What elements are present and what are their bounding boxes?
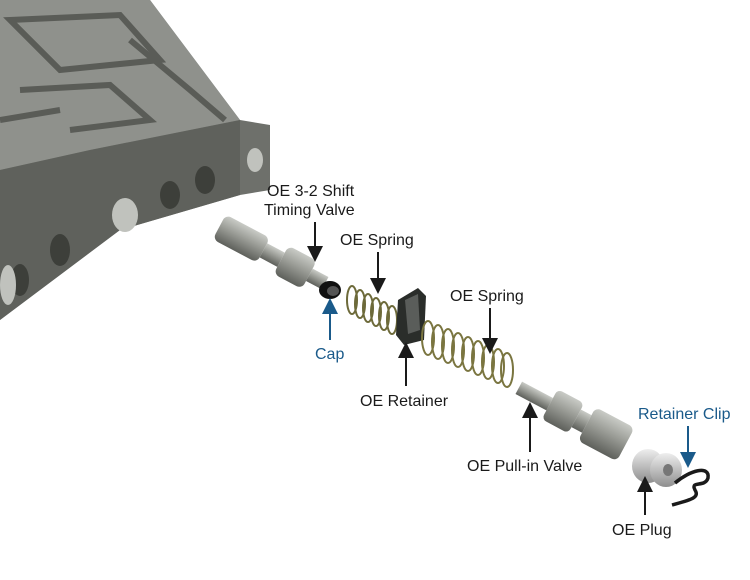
pull-in-valve — [515, 381, 633, 460]
shift-valve-label-line1: OE 3-2 Shift — [267, 183, 355, 200]
cap-part — [319, 281, 341, 299]
pullin-valve-label: OE Pull-in Valve — [467, 458, 582, 475]
cap-label: Cap — [315, 346, 344, 363]
shift-valve-label-line2: Timing Valve — [264, 202, 355, 219]
plug-label: OE Plug — [612, 522, 672, 539]
retainer-label: OE Retainer — [360, 393, 449, 410]
valve-body — [0, 0, 270, 320]
spring2-label: OE Spring — [450, 288, 524, 305]
plug-part — [632, 449, 682, 487]
spring1-label: OE Spring — [340, 232, 414, 249]
retainer-clip-part — [671, 468, 710, 507]
shift-timing-valve — [214, 216, 329, 290]
spring-1 — [346, 285, 398, 335]
retainer-part — [396, 288, 426, 345]
spring-2 — [421, 320, 514, 388]
retainer-clip-label: Retainer Clip — [638, 406, 731, 423]
